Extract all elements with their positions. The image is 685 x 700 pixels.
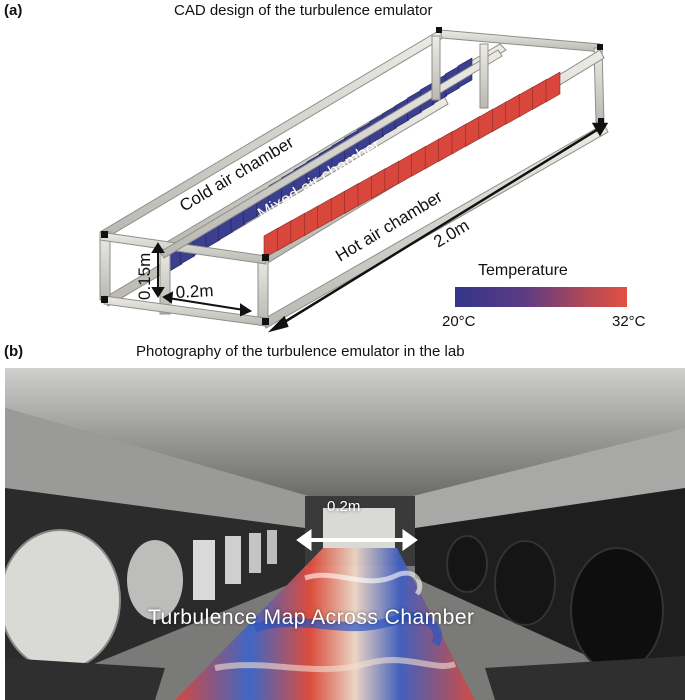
hot-fan [478, 108, 494, 140]
hot-fan [518, 86, 534, 118]
panel-a-label: (a) [4, 2, 23, 19]
length-arrow [267, 122, 609, 333]
hot-fan [371, 168, 386, 200]
photo-width-label: 0.2m [327, 498, 361, 515]
legend-title: Temperature [478, 262, 568, 279]
turbulence-map-label: Turbulence Map Across Chamber [148, 606, 475, 629]
lab-photo-image [5, 368, 685, 700]
hot-fan [438, 130, 453, 162]
hot-fan [465, 116, 480, 148]
temperature-colorbar [455, 287, 627, 307]
legend-min-label: 20°C [442, 313, 476, 330]
hot-fan [424, 138, 440, 170]
photo-width-arrow [296, 529, 418, 551]
width-arrow [162, 291, 253, 317]
hot-fan [384, 160, 400, 192]
hot-fan [505, 93, 521, 125]
width-label: 0.2m [175, 281, 214, 302]
hot-fan [532, 78, 547, 110]
panel-a: (a) CAD design of the turbulence emulato… [0, 0, 685, 340]
cad-drawing: Cold air chamber Mixed air chamber Hot a… [99, 27, 609, 333]
hot-fan [357, 175, 373, 207]
panel-b-label: (b) [4, 343, 24, 360]
panel-a-title: CAD design of the turbulence emulator [174, 2, 433, 19]
height-label: 0.15m [135, 253, 154, 300]
front-frame [99, 35, 503, 327]
hot-fan [545, 71, 561, 103]
panel-b-title: Photography of the turbulence emulator i… [136, 343, 465, 360]
hot-fans [263, 71, 561, 259]
height-arrow [151, 242, 165, 298]
hot-fan [397, 153, 413, 185]
lab-photo: 0.2m Turbulence Map Across Chamber [5, 368, 685, 700]
hot-fan [491, 101, 507, 133]
hot-fan [451, 123, 467, 155]
corner-joints [101, 27, 604, 325]
legend-max-label: 32°C [612, 313, 646, 330]
hot-fan [411, 145, 427, 177]
